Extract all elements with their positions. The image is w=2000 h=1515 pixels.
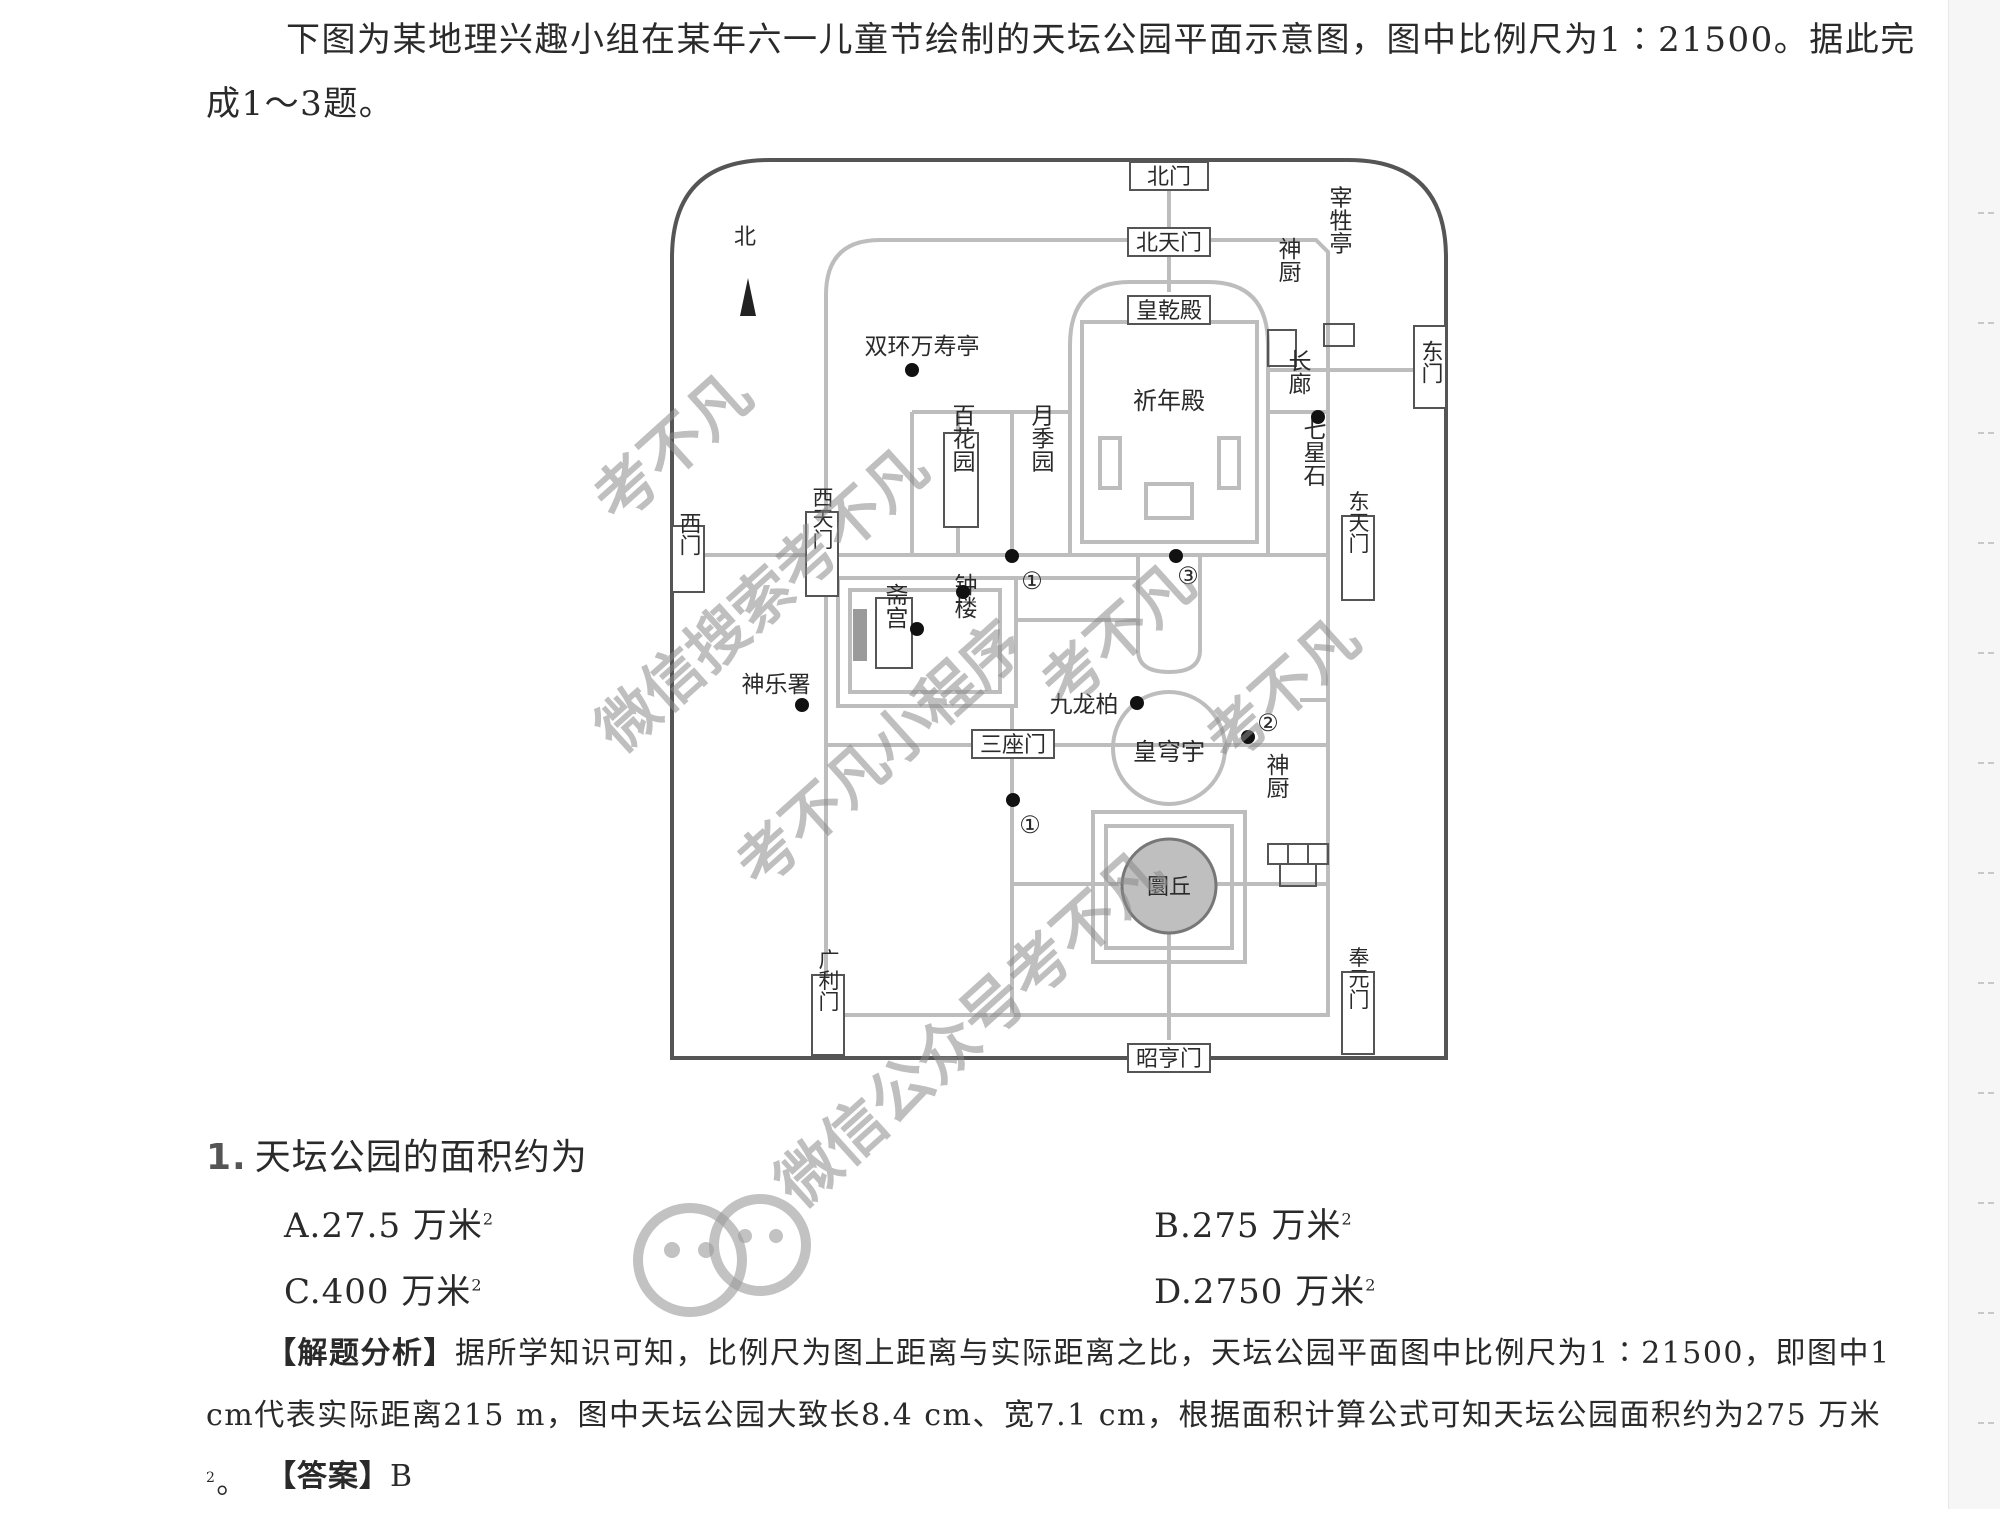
inner-wall — [824, 238, 1330, 1017]
north-arrow-icon — [740, 278, 756, 316]
answer-value: B — [390, 1459, 414, 1494]
label-jiulong-cypress: 九龙柏 — [1050, 692, 1119, 718]
label-shenchu-north: 神厨 — [1274, 237, 1302, 283]
gate-north: 北门 — [1147, 165, 1191, 190]
gate-sanzuo: 三座门 — [980, 733, 1046, 758]
map-dots — [795, 363, 1325, 807]
option-a[interactable]: A.27.5 万米2 — [284, 1198, 494, 1247]
gate-guangli: 广利门 — [816, 949, 840, 1012]
label-changlang: 长廊 — [1284, 349, 1312, 395]
option-letter: D. — [1154, 1272, 1193, 1312]
wechat-logo-eyes — [664, 1229, 783, 1258]
answer-tag: 【答案】 — [266, 1459, 390, 1494]
zhaigong-block — [853, 609, 867, 661]
analysis-text: 据所学知识可知，比例尺为图上距离与实际距离之比，天坛公园平面图中比例尺为1∶21… — [206, 1336, 1891, 1433]
option-b[interactable]: B.275 万米2 — [1154, 1198, 1353, 1247]
edge-mark — [1978, 1202, 1994, 1204]
option-sup: 2 — [1341, 1209, 1353, 1229]
marker-1-south: ① — [1019, 811, 1041, 839]
outer-wall — [670, 158, 1448, 1060]
analysis-paragraph: 【解题分析】据所学知识可知，比例尺为图上距离与实际距离之比，天坛公园平面图中比例… — [206, 1323, 1916, 1515]
option-letter: A. — [284, 1206, 322, 1246]
label-yuanqiu: 圜丘 — [1147, 875, 1191, 900]
option-letter: C. — [284, 1272, 322, 1312]
edge-mark — [1978, 1312, 1994, 1314]
option-value: 27.5 万米 — [321, 1206, 483, 1246]
edge-mark — [1978, 872, 1994, 874]
marker-3: ③ — [1177, 562, 1199, 590]
option-sup: 2 — [1365, 1275, 1377, 1295]
option-sup: 2 — [482, 1209, 495, 1229]
wechat-logo-icon — [633, 1194, 811, 1317]
page-edge — [1948, 0, 2000, 1509]
analysis-tag: 【解题分析】 — [266, 1336, 455, 1371]
label-qinian-hall: 祈年殿 — [1133, 387, 1205, 415]
gate-north-heaven: 北天门 — [1136, 231, 1202, 256]
question-stem: 1.天坛公园的面积约为 — [206, 1128, 588, 1180]
option-d[interactable]: D.2750 万米2 — [1154, 1264, 1376, 1313]
label-shenyue-office: 神乐署 — [742, 672, 811, 698]
analysis-end: 。 — [216, 1466, 248, 1501]
gate-east-heaven: 东天门 — [1346, 491, 1370, 554]
label-yueji-garden: 月季园 — [1027, 404, 1055, 473]
label-huangqian-hall: 皇乾殿 — [1136, 299, 1202, 324]
label-shuanghuan-pavilion: 双环万寿亭 — [865, 334, 980, 360]
gate-west-heaven: 西天门 — [810, 487, 834, 550]
label-shenchu-south: 神厨 — [1262, 753, 1290, 799]
marker-1-north: ① — [1021, 567, 1043, 595]
label-qixing-stone: 七星石 — [1299, 418, 1327, 487]
question-text: 天坛公园的面积约为 — [254, 1137, 588, 1178]
edge-mark — [1978, 982, 1994, 984]
yuanqiu-disk — [1120, 837, 1218, 935]
edge-mark — [1978, 652, 1994, 654]
edge-mark — [1978, 432, 1994, 434]
gate-fengyuan: 奉元门 — [1346, 947, 1370, 1010]
edge-mark — [1978, 1422, 1994, 1424]
marker-2: ② — [1257, 709, 1279, 737]
option-value: 2750 万米 — [1192, 1272, 1366, 1312]
edge-mark — [1978, 322, 1994, 324]
option-sup: 2 — [471, 1275, 483, 1295]
option-value: 275 万米 — [1191, 1206, 1342, 1246]
edge-mark — [1978, 542, 1994, 544]
north-label: 北 — [734, 225, 756, 250]
option-c[interactable]: C.400 万米2 — [284, 1264, 483, 1313]
edge-mark — [1978, 1092, 1994, 1094]
option-value: 400 万米 — [321, 1272, 472, 1312]
label-baihua-garden: 百花园 — [948, 404, 975, 473]
gate-east: 东门 — [1418, 340, 1443, 384]
question-number: 1. — [206, 1137, 247, 1178]
edge-mark — [1978, 762, 1994, 764]
label-zhaigong: 斋宫 — [881, 583, 909, 629]
option-letter: B. — [1154, 1206, 1192, 1246]
edge-mark — [1978, 212, 1994, 214]
answer-line: 【答案】B — [266, 1451, 413, 1495]
analysis-sup: 2 — [206, 1470, 217, 1486]
watermark-text: 考不凡 — [1193, 604, 1374, 776]
label-zaisheng-pavilion: 宰牲亭 — [1325, 186, 1353, 255]
label-huangqiongyu: 皇穹宇 — [1133, 738, 1205, 766]
gate-west: 西门 — [676, 512, 701, 556]
gate-zhaoheng: 昭亨门 — [1136, 1047, 1202, 1072]
intro-text: 下图为某地理兴趣小组在某年六一儿童节绘制的天坛公园平面示意图，图中比例尺为1∶2… — [206, 20, 1916, 124]
